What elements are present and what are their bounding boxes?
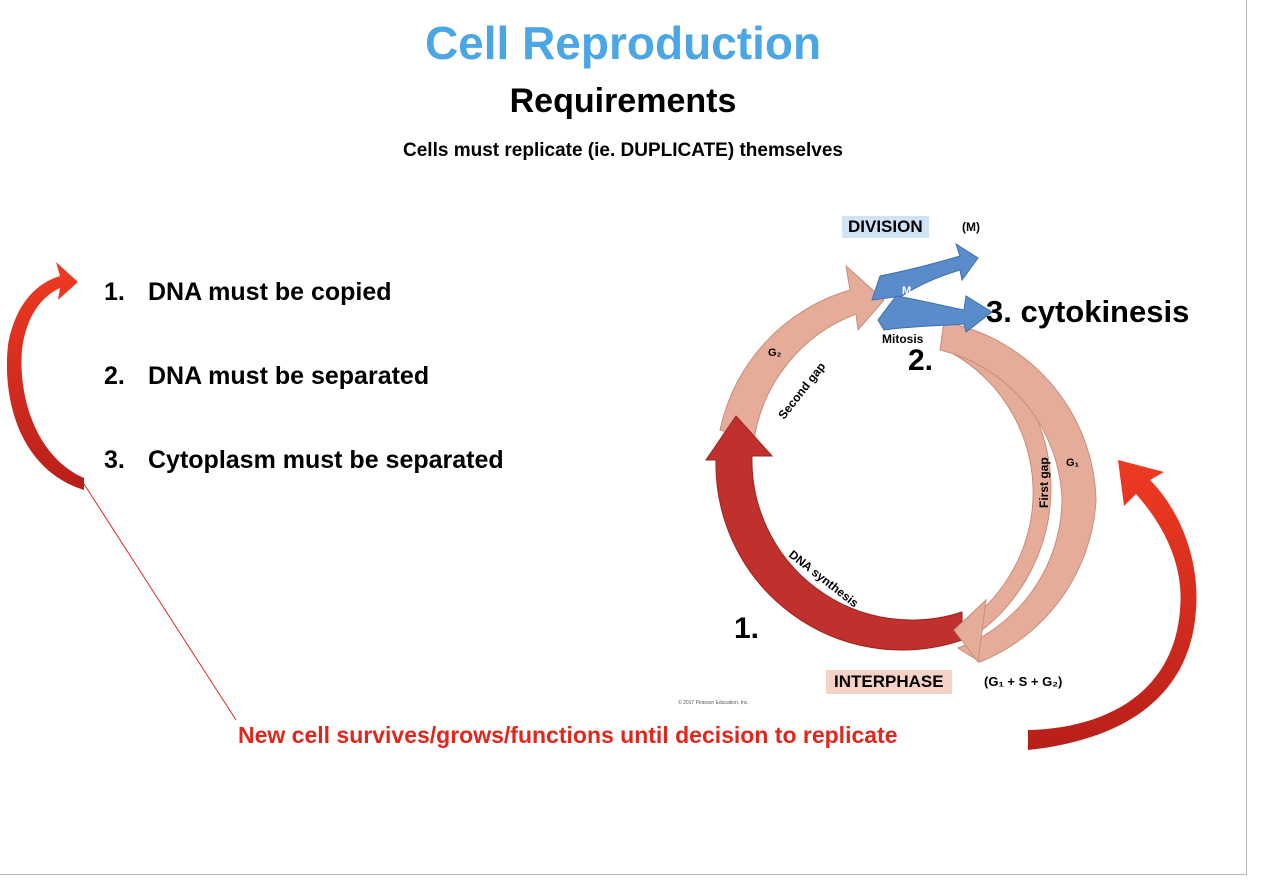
g1-phase-arc-outer — [939, 321, 1097, 663]
connector-line — [83, 483, 237, 721]
slide-description: Cells must replicate (ie. DUPLICATE) the… — [403, 140, 843, 161]
requirement-1-number: 1. — [104, 278, 125, 306]
slide-subtitle: Requirements — [509, 82, 737, 120]
mitosis-label: Mitosis — [882, 332, 924, 346]
requirement-1-text: DNA must be copied — [148, 278, 392, 306]
g2-label: G₂ — [768, 347, 782, 359]
requirement-1: 1. DNA must be copied — [104, 278, 392, 307]
copyright-text: © 2017 Pearson Education, Inc. — [678, 700, 749, 706]
step-2-label: 2. — [908, 344, 934, 377]
m-phase-arrow-upper — [871, 242, 979, 301]
left-loop-arrow — [6, 262, 84, 490]
first-gap-label: First gap — [1037, 457, 1051, 508]
s-phase-arc — [705, 415, 963, 651]
requirement-3: 3. Cytoplasm must be separated — [104, 446, 504, 475]
interphase-label: INTERPHASE — [826, 670, 952, 694]
step-1-label: 1. — [734, 612, 760, 645]
requirement-2-text: DNA must be separated — [148, 362, 430, 390]
requirement-2-number: 2. — [104, 362, 125, 390]
division-abbrev: (M) — [962, 220, 980, 234]
slide-title: Cell Reproduction — [424, 17, 822, 69]
m-phase-arrow-lower — [877, 295, 993, 333]
slide: Cell Reproduction Requirements Cells mus… — [0, 0, 1247, 875]
requirement-2: 2. DNA must be separated — [104, 362, 429, 391]
new-cell-statement: New cell survives/grows/functions until … — [238, 722, 898, 748]
division-label: DIVISION — [842, 216, 929, 238]
requirement-3-number: 3. — [104, 446, 125, 474]
requirement-3-text: Cytoplasm must be separated — [148, 446, 504, 474]
g2-phase-arc — [719, 264, 885, 441]
g1-arrowhead — [953, 598, 987, 664]
g1-label: G₁ — [1066, 457, 1080, 469]
s-phase-letter: S — [800, 631, 807, 643]
m-phase-letter: M — [902, 285, 911, 297]
diagram-graphics: M Mitosis G₂ Second gap G₁ First gap S D… — [6, 242, 1197, 750]
interphase-formula: (G₁ + S + G₂) — [984, 674, 1063, 689]
cytokinesis-label: 3. cytokinesis — [986, 294, 1190, 329]
